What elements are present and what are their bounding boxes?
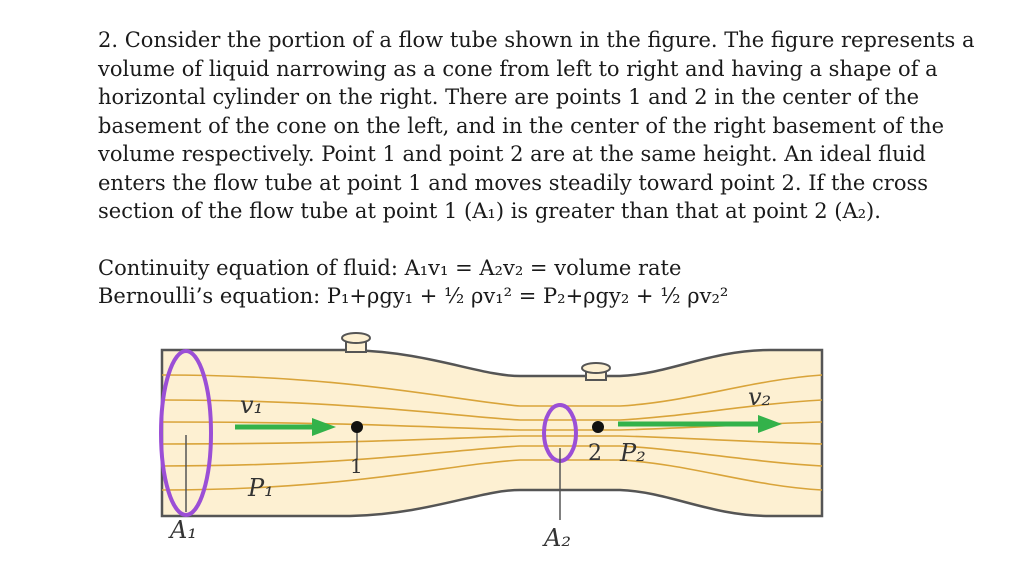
continuity-equation: Continuity equation of fluid: A₁v₁ = A₂v…	[98, 255, 682, 280]
streamline	[161, 399, 823, 421]
flow-tube-figure: v₁ P₁ 1 A₁ v₂ 2 P₂ A₂	[150, 330, 840, 573]
cross-section-a1	[159, 349, 213, 517]
problem-text: 2. Consider the portion of a flow tube s…	[98, 26, 998, 226]
point2-label: 2	[588, 441, 602, 466]
a1-label: A₁	[168, 516, 197, 544]
p2-label: P₂	[619, 439, 646, 467]
problem-block: 2. Consider the portion of a flow tube s…	[98, 26, 998, 311]
streamline	[161, 459, 823, 491]
streamline	[161, 435, 823, 445]
point-2-marker	[592, 421, 604, 433]
flow-tube-diagram: v₁ P₁ 1 A₁ v₂ 2 P₂ A₂	[159, 332, 824, 552]
velocity-arrow-1	[235, 418, 336, 436]
v2-label: v₂	[748, 383, 771, 411]
flow-tube-body	[160, 348, 824, 518]
pressure-tap-right	[581, 362, 611, 381]
problem-statement: Consider the portion of a flow tube show…	[98, 28, 975, 223]
problem-number: 2.	[98, 28, 119, 52]
v1-label: v₁	[240, 391, 263, 419]
bernoulli-equation: Bernoulli’s equation: P₁+ρgy₁ + ½ ρv₁² =…	[98, 284, 729, 308]
pressure-tap-left	[341, 332, 371, 353]
streamline	[161, 445, 823, 467]
point-1-marker	[351, 421, 363, 433]
point1-label: 1	[350, 454, 363, 478]
equations-block: Continuity equation of fluid: A₁v₁ = A₂v…	[98, 254, 998, 311]
p1-label: P₁	[247, 474, 274, 502]
streamline	[161, 374, 823, 407]
velocity-arrow-2	[618, 415, 782, 433]
a2-label: A₂	[542, 524, 571, 552]
